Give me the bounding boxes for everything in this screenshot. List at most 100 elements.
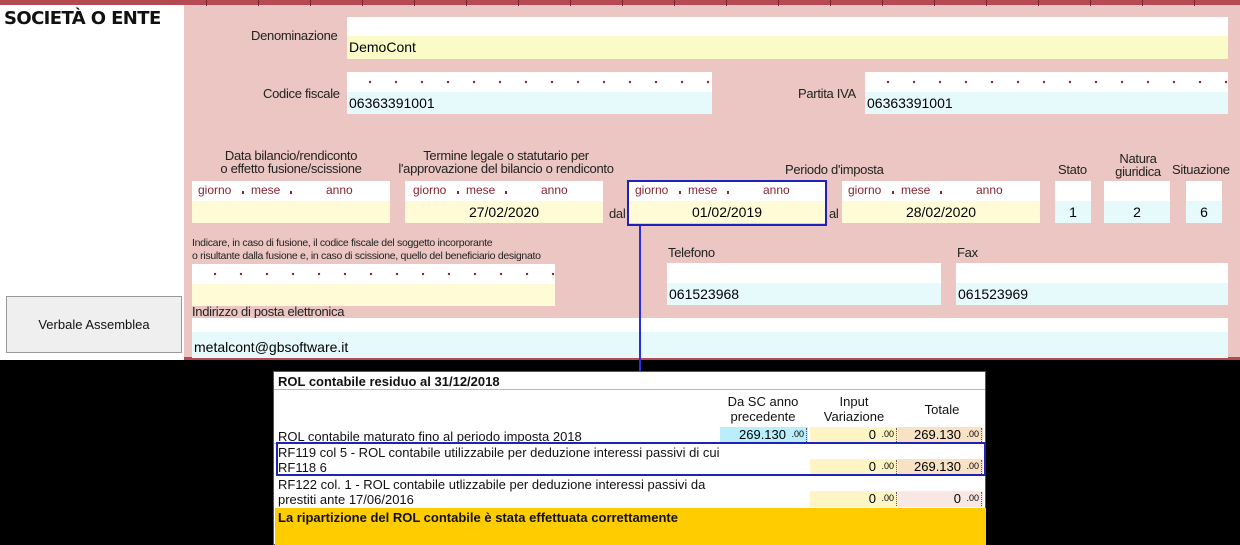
- fusione-label: Indicare, in caso di fusione, il codice …: [192, 237, 541, 263]
- date-separator: [679, 191, 681, 194]
- giorno-sublabel: giorno: [848, 183, 882, 197]
- periodo-dal-field[interactable]: giorno mese anno 01/02/2019: [629, 181, 825, 223]
- rol-table: ROL contabile residuo al 31/12/2018 Da S…: [273, 371, 986, 545]
- digit-dots: [347, 80, 712, 84]
- top-tick: [778, 0, 779, 6]
- top-tick: [310, 0, 311, 6]
- row-1-input[interactable]: 0.00: [810, 427, 898, 443]
- giorno-sublabel: giorno: [635, 183, 669, 197]
- cell-decimals: .00: [881, 429, 894, 439]
- data-bilancio-value: [192, 201, 390, 223]
- top-tick: [258, 0, 259, 6]
- anno-sublabel: anno: [763, 183, 790, 197]
- denominazione-field[interactable]: DemoCont: [347, 17, 1228, 59]
- date-separator: [727, 191, 729, 194]
- top-tick: [1038, 0, 1039, 6]
- date-separator: [892, 191, 894, 194]
- row-2-totale: 269.130 .00: [898, 459, 983, 475]
- cell-dotted-border: [896, 428, 897, 442]
- periodo-dal-value: 01/02/2019: [629, 201, 825, 223]
- cell-decimals: .00: [966, 429, 979, 439]
- row-1-da-sc[interactable]: 269.130.00: [720, 427, 808, 443]
- anno-sublabel: anno: [541, 183, 568, 197]
- mese-sublabel: mese: [901, 183, 931, 197]
- anno-sublabel: anno: [976, 183, 1003, 197]
- top-tick: [934, 0, 935, 6]
- row-divider: [274, 389, 985, 390]
- date-separator: [457, 191, 459, 194]
- fax-field[interactable]: 061523969: [956, 263, 1228, 305]
- section-title: SOCIETÀ O ENTE: [4, 8, 161, 29]
- top-border: [0, 0, 1240, 5]
- telefono-field[interactable]: 061523968: [667, 263, 941, 305]
- label-line: l'approvazione del bilancio o rendiconto: [398, 161, 614, 176]
- termine-legale-field[interactable]: giorno mese anno 27/02/2020: [405, 181, 603, 223]
- mese-sublabel: mese: [251, 183, 281, 197]
- bottom-border: [184, 357, 1240, 360]
- top-tick: [726, 0, 727, 6]
- header-da-sc: Da SC anno precedente: [718, 394, 808, 424]
- cell-decimals: .00: [881, 493, 894, 503]
- partita-iva-value: 06363391001: [865, 92, 1228, 114]
- cell-decimals: .00: [791, 429, 804, 439]
- cell-value: 269.130: [914, 459, 961, 474]
- giorno-sublabel: giorno: [198, 183, 232, 197]
- top-tick: [1142, 0, 1143, 6]
- top-tick: [674, 0, 675, 6]
- email-field[interactable]: metalcont@gbsoftware.it: [192, 318, 1228, 358]
- telefono-value: 061523968: [667, 283, 941, 305]
- periodo-al-value: 28/02/2020: [842, 201, 1040, 223]
- fax-label: Fax: [957, 245, 978, 260]
- cell-dotted-border: [981, 492, 982, 506]
- row-3-input[interactable]: 0.00: [810, 491, 898, 507]
- email-value: metalcont@gbsoftware.it: [192, 332, 1228, 358]
- codice-fiscale-field[interactable]: 06363391001: [347, 72, 712, 114]
- header-line: Variazione: [823, 409, 885, 424]
- top-tick: [830, 0, 831, 6]
- natura-giuridica-value: 2: [1104, 201, 1170, 223]
- label-line: RF119 col 5 - ROL contabile utilizzabile…: [278, 445, 720, 460]
- cell-decimals: .00: [966, 461, 979, 471]
- mese-sublabel: mese: [688, 183, 718, 197]
- partita-iva-field[interactable]: 06363391001: [865, 72, 1228, 114]
- left-column: SOCIETÀ O ENTE Verbale Assemblea: [0, 0, 184, 360]
- header-line: precedente: [730, 409, 796, 424]
- cell-dotted-border: [981, 428, 982, 442]
- row-2-input[interactable]: 0.00: [810, 459, 898, 475]
- natura-giuridica-field[interactable]: 2: [1104, 181, 1170, 223]
- situazione-field[interactable]: 6: [1186, 181, 1222, 223]
- stato-field[interactable]: 1: [1055, 181, 1091, 223]
- date-separator: [242, 191, 244, 194]
- natura-giuridica-label: Natura giuridica: [1108, 152, 1168, 178]
- cell-dotted-border: [896, 460, 897, 474]
- cell-value: 0: [868, 459, 876, 474]
- highlight-box: [627, 180, 827, 226]
- cell-value: 0: [868, 491, 876, 506]
- top-tick: [622, 0, 623, 6]
- label-line: Natura: [1119, 151, 1157, 166]
- data-bilancio-label: Data bilancio/rendiconto o effetto fusio…: [200, 149, 382, 175]
- partita-iva-label: Partita IVA: [798, 86, 856, 101]
- periodo-al-field[interactable]: giorno mese anno 28/02/2020: [842, 181, 1040, 223]
- stato-value: 1: [1055, 201, 1091, 223]
- digit-dots: [865, 80, 1228, 84]
- verbale-assemblea-button[interactable]: Verbale Assemblea: [6, 296, 182, 353]
- fusione-codice-fiscale-field[interactable]: [192, 264, 555, 306]
- row-3-label: RF122 col. 1 - ROL contabile utlizzabile…: [278, 477, 705, 507]
- rol-table-title: ROL contabile residuo al 31/12/2018: [278, 374, 500, 389]
- top-tick: [986, 0, 987, 6]
- denominazione-value: DemoCont: [347, 36, 1228, 59]
- stato-label: Stato: [1058, 162, 1087, 177]
- situazione-value: 6: [1186, 201, 1222, 223]
- al-label: al: [829, 206, 839, 221]
- data-bilancio-field[interactable]: giorno mese anno: [192, 181, 390, 223]
- label-line: Indicare, in caso di fusione, il codice …: [192, 237, 493, 249]
- telefono-label: Telefono: [668, 245, 715, 260]
- periodo-imposta-label: Periodo d'imposta: [785, 162, 884, 177]
- cell-value: 0: [953, 491, 961, 506]
- row-1-label: ROL contabile maturato fino al periodo i…: [278, 429, 582, 444]
- termine-legale-value: 27/02/2020: [405, 201, 603, 223]
- dal-label: dal: [609, 206, 626, 221]
- cell-dotted-border: [896, 492, 897, 506]
- label-line: o risultante dalla fusione e, in caso di…: [192, 250, 541, 262]
